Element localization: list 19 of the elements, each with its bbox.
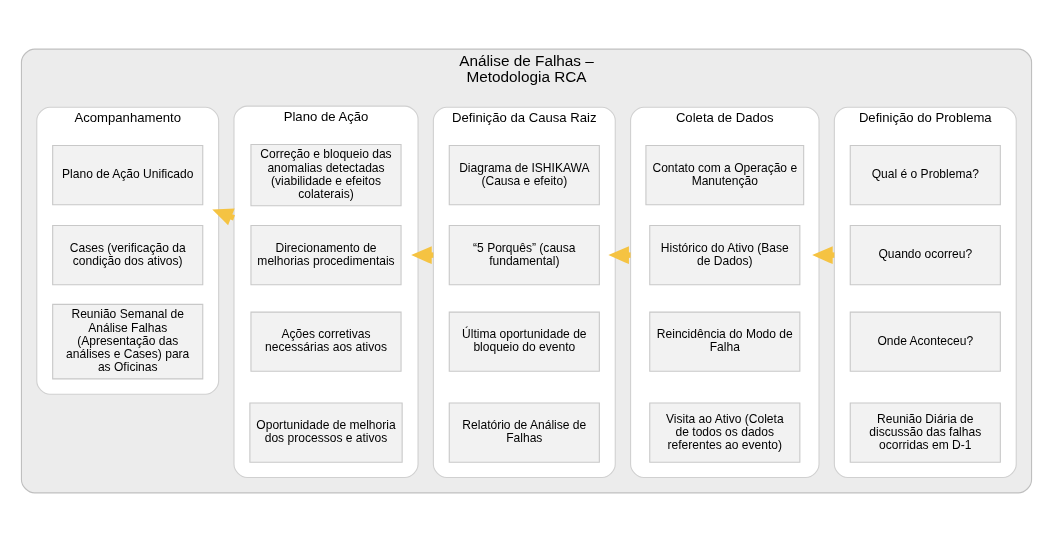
node-box: Plano de Ação Unificado xyxy=(52,144,204,205)
node-box: Relatório de Análise de Falhas xyxy=(448,401,600,463)
node-box: Qual é o Problema? xyxy=(849,144,1001,205)
node-box: Reunião Semanal de Análise Falhas (Apresentação das análises e Cases) para as Oficinas xyxy=(52,303,204,379)
node-box: “5 Porquês” (causa fundamental) xyxy=(448,224,600,285)
node-box: Última oportunidade de bloqueio do evento xyxy=(448,311,600,372)
node-box: Diagrama de ISHIKAWA (Causa e efeito) xyxy=(448,144,600,205)
node-box: Reincidência do Modo de Falha xyxy=(649,311,801,372)
node-box: Correção e bloqueio das anomalias detectadas (viabilidade e efeitos colaterais) xyxy=(250,143,402,206)
node-box: Visita ao Ativo (Coleta de todos os dados referentes ao evento) xyxy=(649,401,801,463)
node-box: Oportunidade de melhoria dos processos e ativos xyxy=(249,401,403,463)
node-box: Cases (verificação da condição dos ativos) xyxy=(52,224,204,285)
node-box: Direcionamento de melhorias procedimentais xyxy=(250,224,402,285)
node-box: Reunião Diária de discussão das falhas ocorridas em D-1 xyxy=(849,401,1001,463)
node-box: Contato com a Operação e Manutenção xyxy=(645,144,805,205)
node-box: Histórico do Ativo (Base de Dados) xyxy=(649,224,801,285)
node-box: Onde Aconteceu? xyxy=(849,311,1001,372)
node-box: Ações corretivas necessárias aos ativos xyxy=(250,311,402,372)
node-box: Quando ocorreu? xyxy=(849,224,1001,285)
